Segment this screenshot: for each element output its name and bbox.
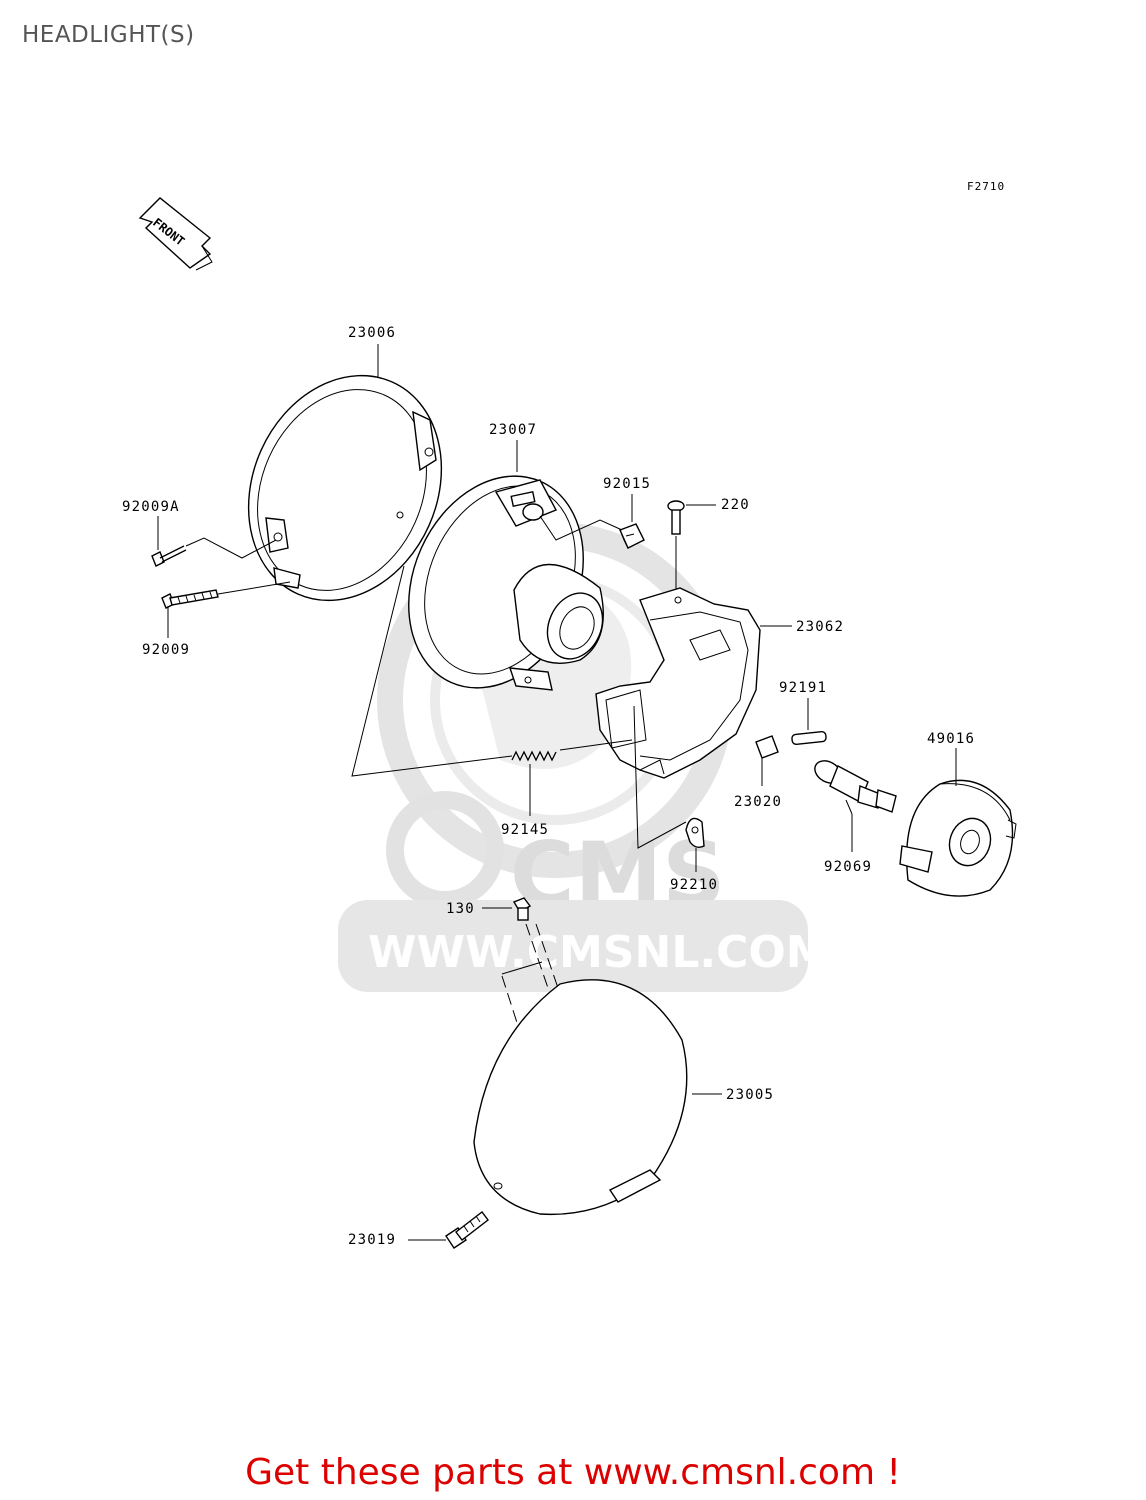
plate-92210 xyxy=(685,817,705,849)
bolt-130 xyxy=(512,897,532,921)
footer-cta-link[interactable]: Get these parts at www.cmsnl.com ! xyxy=(245,1452,901,1493)
screw-220 xyxy=(667,500,685,535)
figure-code: F2710 xyxy=(967,180,1005,193)
spring-92145 xyxy=(511,750,557,762)
part-220-label: 220 xyxy=(721,497,750,513)
bulb-92069 xyxy=(814,760,897,815)
headlight-housing-23005 xyxy=(473,979,688,1216)
headlight-rim xyxy=(247,374,443,602)
connector-23020 xyxy=(755,735,779,759)
pin-92191 xyxy=(791,730,827,746)
page-title: HEADLIGHT(S) xyxy=(22,22,195,48)
part-130-label: 130 xyxy=(446,901,475,917)
part-92009a-label: 92009A xyxy=(122,499,180,515)
part-23019-label: 23019 xyxy=(348,1232,396,1248)
part-23062-label: 23062 xyxy=(796,619,844,635)
part-23005-label: 23005 xyxy=(726,1087,774,1103)
headlight-unit xyxy=(408,475,604,691)
part-23020-label: 23020 xyxy=(734,794,782,810)
watermark-url: WWW.CMSNL.COM xyxy=(368,927,830,978)
bolt-23019 xyxy=(445,1211,489,1249)
bracket-23062 xyxy=(595,587,761,779)
part-23007-label: 23007 xyxy=(489,422,537,438)
part-23006-label: 23006 xyxy=(348,325,396,341)
screw-92009 xyxy=(161,589,219,609)
part-92210-label: 92210 xyxy=(670,877,718,893)
rubber-cover-49016 xyxy=(899,779,1017,897)
part-92015-label: 92015 xyxy=(603,476,651,492)
part-92145-label: 92145 xyxy=(501,822,549,838)
front-arrow-icon: FRONT xyxy=(138,197,213,271)
nut-92015 xyxy=(619,523,645,549)
part-92069-label: 92069 xyxy=(824,859,872,875)
part-49016-label: 49016 xyxy=(927,731,975,747)
part-92191-label: 92191 xyxy=(779,680,827,696)
part-92009-label: 92009 xyxy=(142,642,190,658)
screw-92009a xyxy=(151,545,187,567)
